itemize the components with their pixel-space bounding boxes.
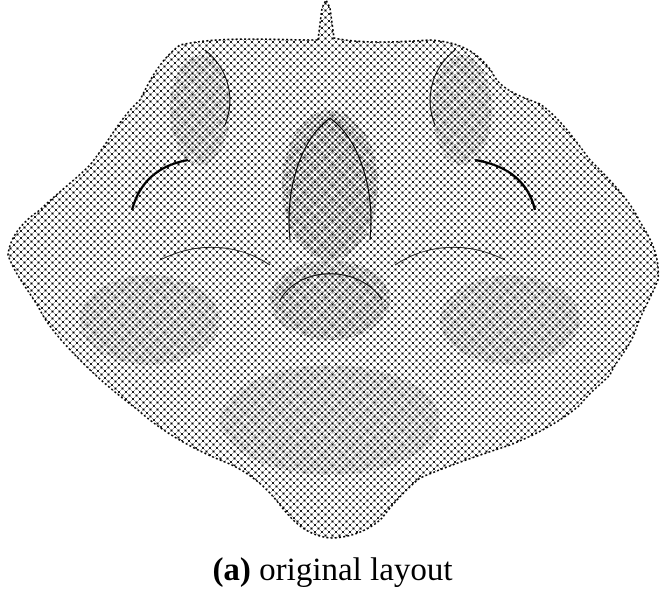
mesh-graph-layout <box>7 0 660 539</box>
fold-lines <box>130 49 537 301</box>
mesh-body <box>8 0 659 538</box>
figure-caption: (a) original layout <box>0 545 665 595</box>
caption-label: (a) <box>212 552 251 588</box>
caption-text: original layout <box>250 552 453 588</box>
